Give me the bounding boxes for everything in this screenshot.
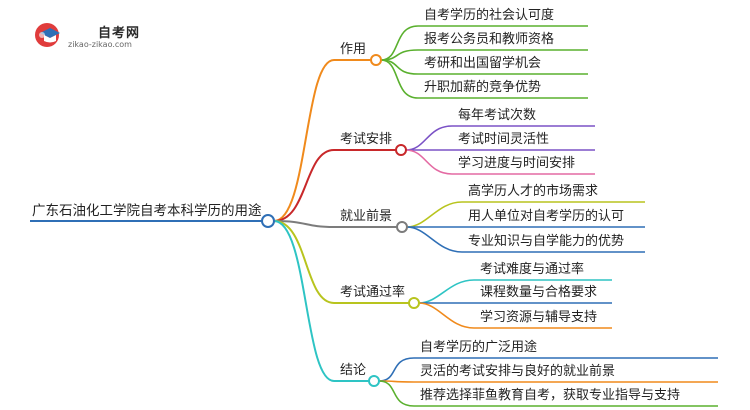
leaf-connector [406,201,463,228]
logo-url: zikao-zikao.com [68,40,132,49]
leaf-connector [405,125,453,151]
branch-node[interactable] [395,144,407,156]
leaf-connector [418,279,475,304]
branch-node[interactable] [370,54,382,66]
leaf-label[interactable]: 自考学历的社会认可度 [424,8,555,23]
leaf-label[interactable]: 课程数量与合格要求 [480,285,598,300]
root-node[interactable] [261,214,275,228]
branch-connector [273,59,335,222]
leaf-label[interactable]: 报考公务员和教师资格 [424,32,555,47]
branch-connector [273,220,335,228]
leaf-connector [378,380,415,407]
leaf-label[interactable]: 自考学历的广泛用途 [420,340,538,355]
leaf-connector [378,357,415,382]
leaf-label[interactable]: 灵活的考试安排与良好的就业前景 [420,364,616,379]
site-logo[interactable]: 自考网 zikao-zikao.com [32,20,172,50]
leaf-label[interactable]: 每年考试次数 [458,108,537,123]
logo-name: 自考网 [98,26,141,41]
branch-label[interactable]: 结论 [340,363,367,378]
leaf-label[interactable]: 考研和出国留学机会 [424,56,542,71]
leaf-label[interactable]: 用人单位对自考学历的认可 [468,209,625,224]
leaf-label[interactable]: 推荐选择菲鱼教育自考，获取专业指导与支持 [420,388,681,403]
branch-node[interactable] [408,297,420,309]
leaf-connector [406,226,463,253]
leaf-label[interactable]: 学习资源与辅导支持 [480,310,598,325]
leaf-label[interactable]: 考试时间灵活性 [458,132,550,147]
leaf-connector [405,149,453,175]
branch-connector [273,220,335,382]
branch-label[interactable]: 作用 [340,42,367,57]
leaf-label[interactable]: 学习进度与时间安排 [458,156,576,171]
leaf-label[interactable]: 升职加薪的竞争优势 [424,80,542,95]
branch-node[interactable] [368,375,380,387]
leaf-connector [380,59,419,99]
leaf-connector [380,25,419,61]
root-label[interactable]: 广东石油化工学院自考本科学历的用途 [32,203,262,219]
leaf-label[interactable]: 专业知识与自学能力的优势 [468,234,625,249]
leaf-label[interactable]: 高学历人才的市场需求 [468,184,599,199]
branch-label[interactable]: 考试通过率 [340,285,406,300]
graduation-cap-icon [35,23,60,47]
leaf-connector [418,302,475,329]
branch-label[interactable]: 考试安排 [340,132,393,147]
branch-label[interactable]: 就业前景 [340,209,393,224]
branch-connector [273,149,335,222]
branch-node[interactable] [396,221,408,233]
branch-connector [273,220,335,304]
leaf-label[interactable]: 考试难度与通过率 [480,262,585,277]
